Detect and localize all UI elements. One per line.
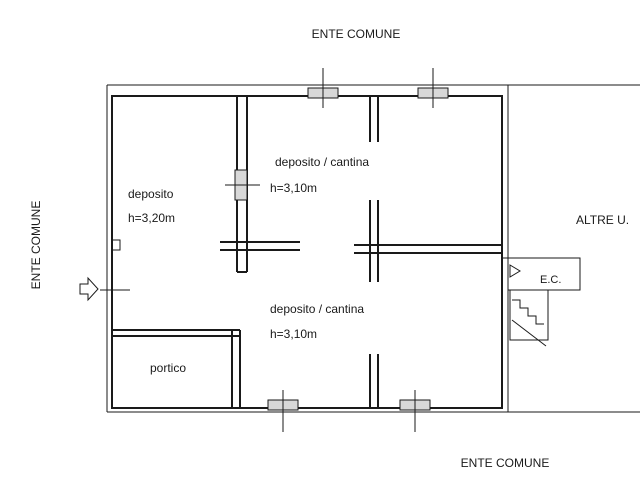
door-marker bbox=[111, 239, 121, 251]
label-top: ENTE COMUNE bbox=[312, 27, 401, 41]
label-bottom: ENTE COMUNE bbox=[461, 456, 550, 470]
room-height: h=3,20m bbox=[128, 211, 175, 225]
ec-area bbox=[502, 257, 581, 347]
room-name: portico bbox=[150, 361, 186, 375]
label-right: ALTRE U. bbox=[576, 213, 629, 227]
room-height: h=3,10m bbox=[270, 327, 317, 341]
room-name: deposito / cantina bbox=[275, 155, 369, 169]
outer-boundary bbox=[106, 84, 640, 413]
stairs-icon bbox=[509, 289, 549, 347]
room-name: deposito / cantina bbox=[270, 302, 364, 316]
entrance-arrow-icon bbox=[79, 276, 130, 302]
windows bbox=[225, 68, 449, 432]
building-walls bbox=[111, 95, 503, 409]
room-name: deposito bbox=[128, 187, 174, 201]
label-ec: E.C. bbox=[540, 274, 561, 286]
room-height: h=3,10m bbox=[270, 181, 317, 195]
label-left: ENTE COMUNE bbox=[29, 201, 43, 290]
